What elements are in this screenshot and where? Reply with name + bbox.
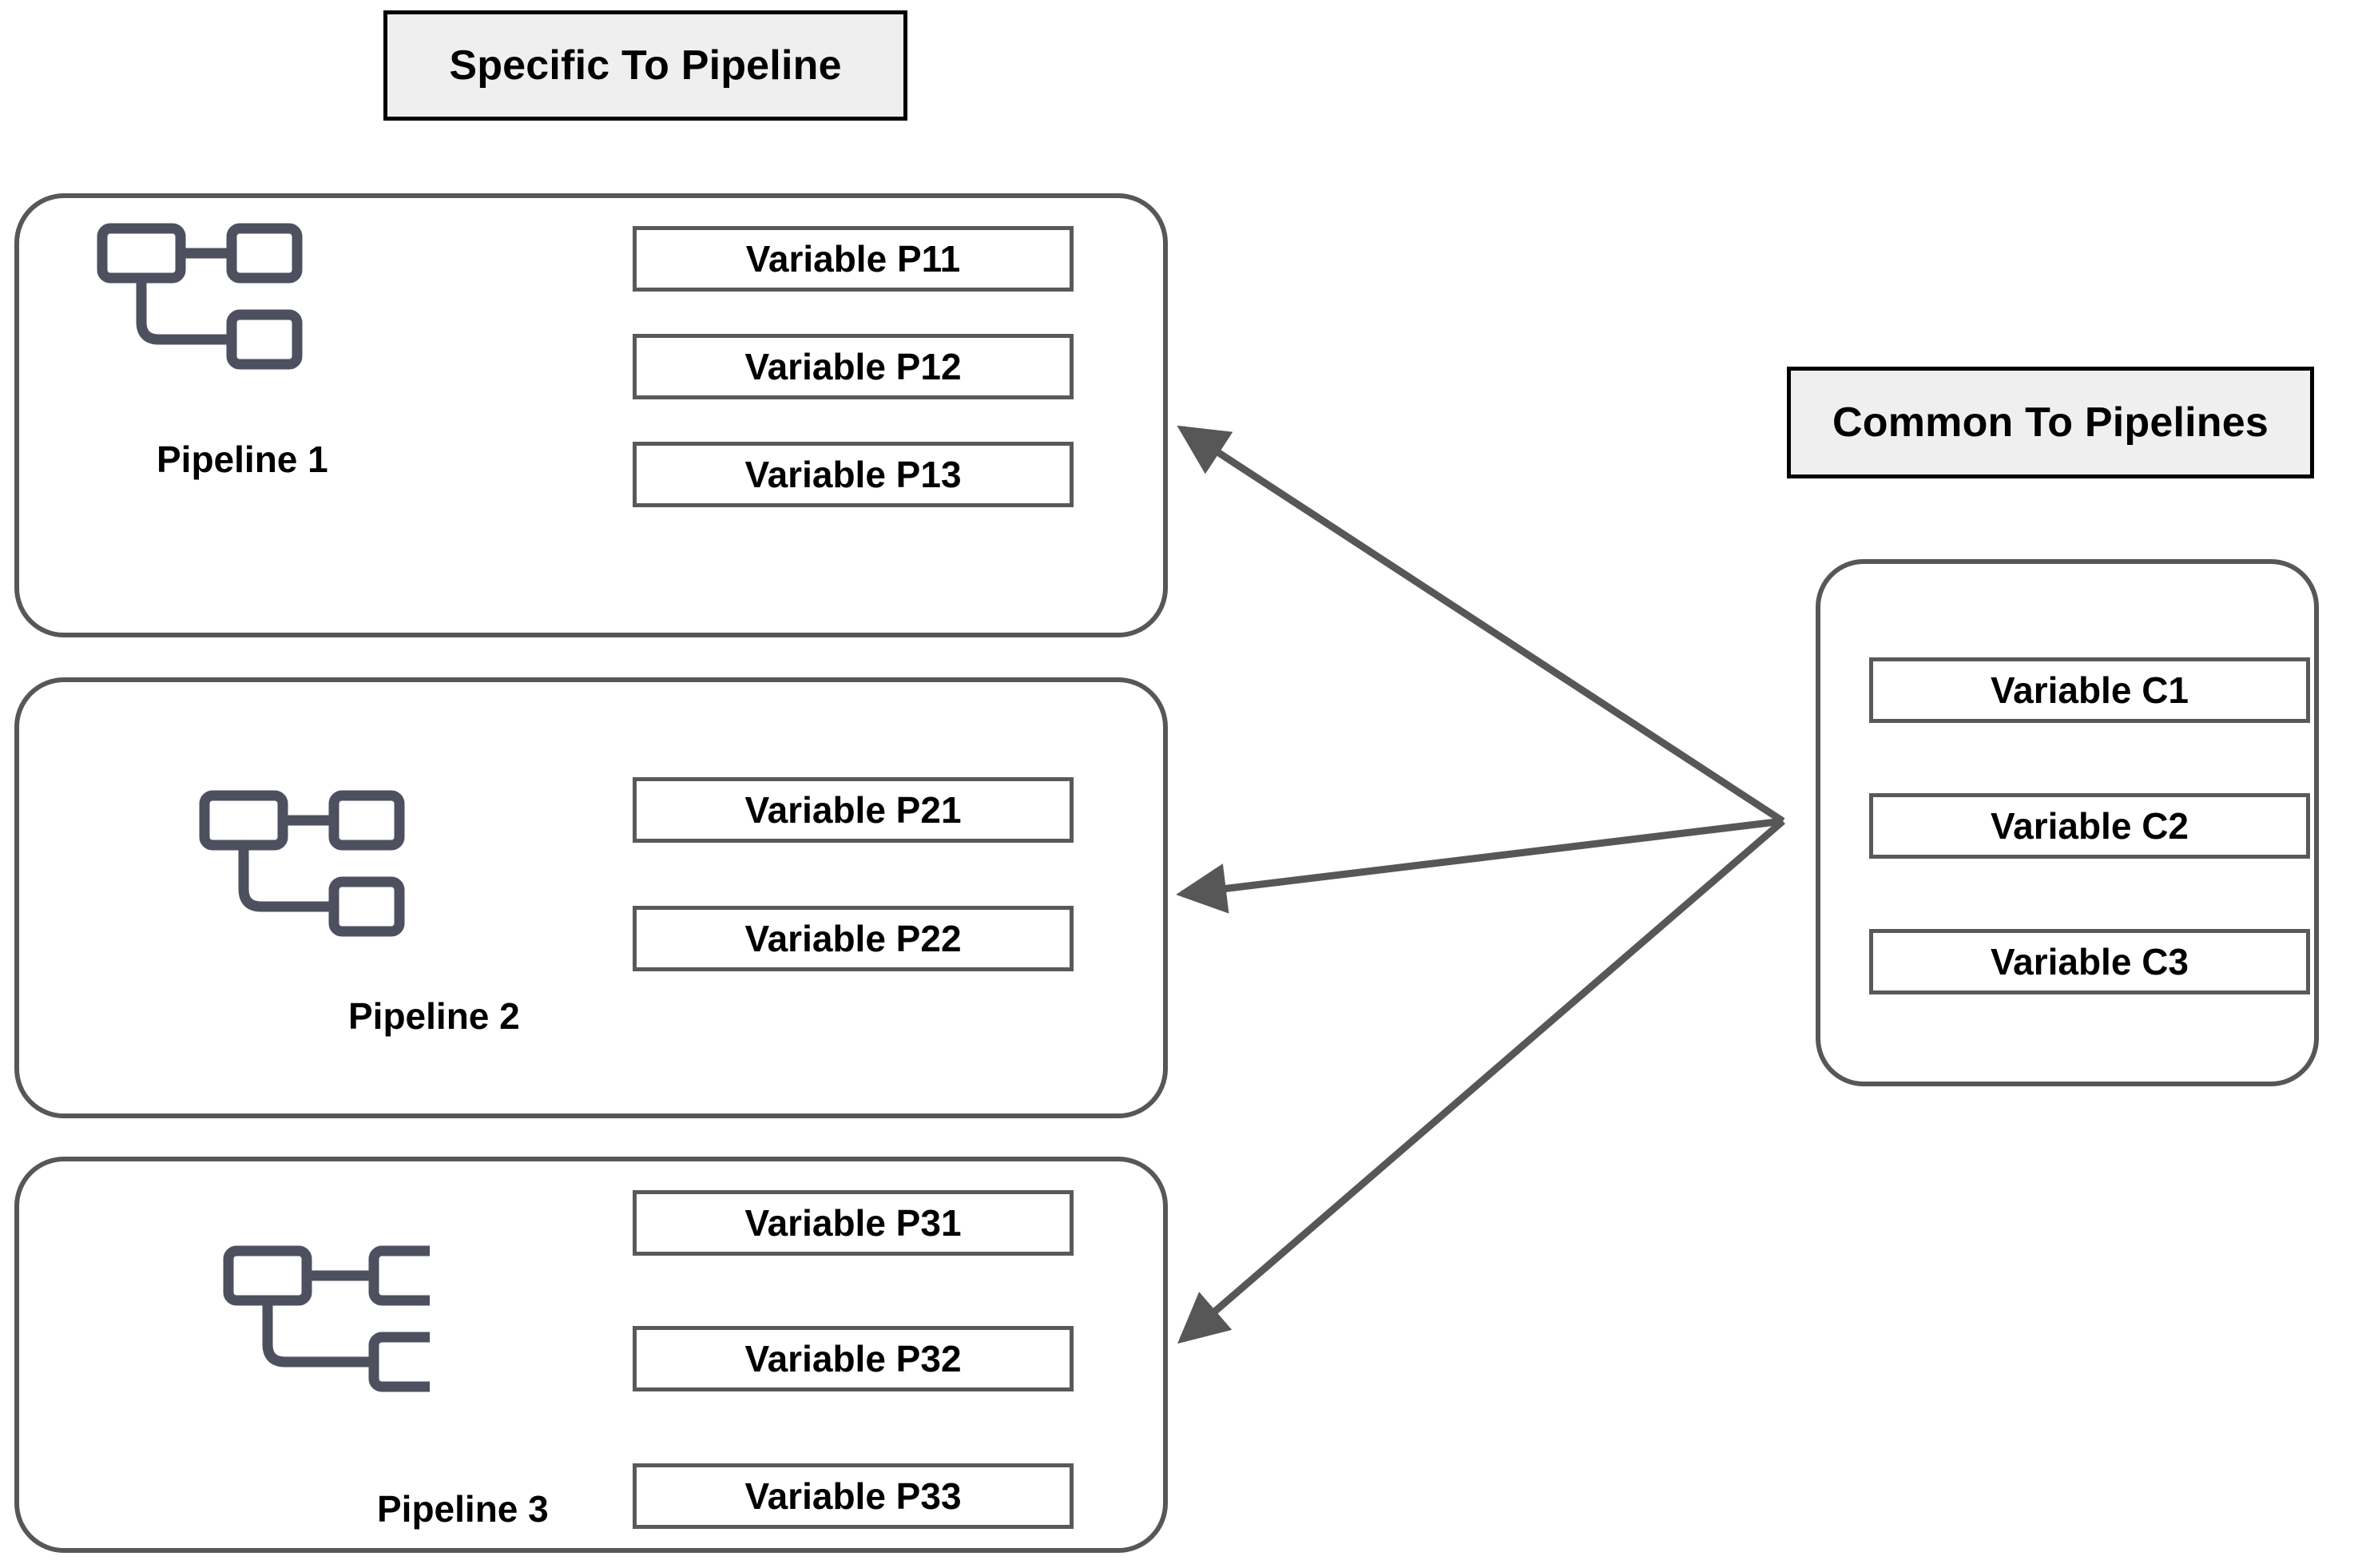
common-to-pipelines-header: Common To Pipelines: [1787, 367, 2314, 478]
variable-box[interactable]: Variable P21: [633, 777, 1074, 843]
common-variable-box[interactable]: Variable C3: [1869, 929, 2310, 994]
variable-box[interactable]: Variable P31: [633, 1190, 1074, 1256]
pipeline-label-3: Pipeline 3: [377, 1488, 549, 1530]
arrow-common-to-pipeline-3: [1177, 818, 1785, 1344]
variable-box[interactable]: Variable P11: [633, 226, 1074, 292]
variable-box[interactable]: Variable P22: [633, 906, 1074, 971]
arrow-common-to-pipeline-1: [1177, 425, 1785, 824]
pipeline-label-1: Pipeline 1: [157, 439, 328, 480]
pipeline-label-2: Pipeline 2: [348, 995, 520, 1037]
arrow-common-to-pipeline-2: [1176, 817, 1784, 914]
variable-box[interactable]: Variable P13: [633, 442, 1074, 507]
variable-box[interactable]: Variable P12: [633, 334, 1074, 399]
variable-box[interactable]: Variable P33: [633, 1463, 1074, 1529]
pipeline-hierarchy-icon: [199, 790, 405, 937]
pipeline-card-2[interactable]: [14, 677, 1168, 1118]
variable-box[interactable]: Variable P32: [633, 1326, 1074, 1391]
specific-to-pipeline-header: Specific To Pipeline: [383, 10, 907, 121]
common-variable-box[interactable]: Variable C2: [1869, 793, 2310, 859]
pipeline-hierarchy-icon: [97, 223, 303, 370]
pipeline-hierarchy-icon: [223, 1245, 430, 1392]
common-variable-box[interactable]: Variable C1: [1869, 657, 2310, 723]
